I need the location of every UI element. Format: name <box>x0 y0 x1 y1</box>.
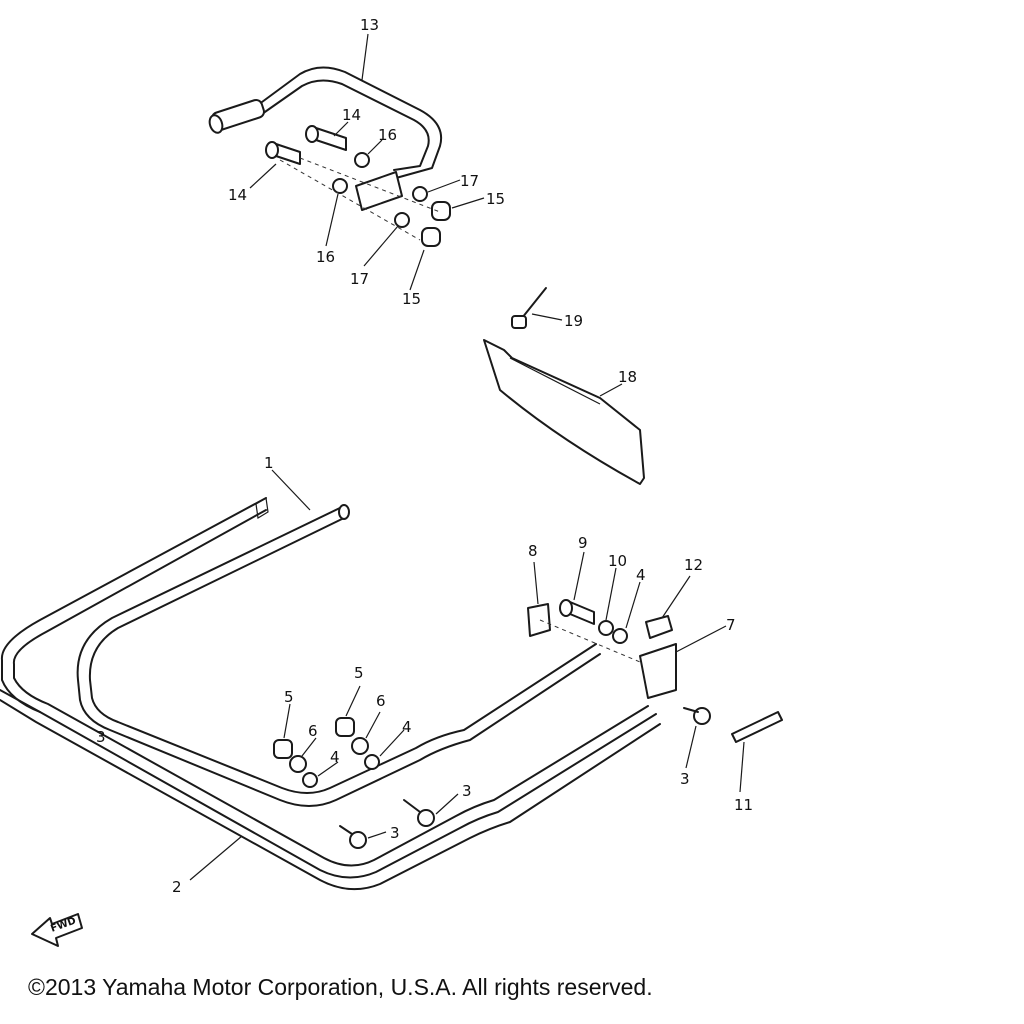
callout-2: 2 <box>172 878 182 896</box>
callout-12: 12 <box>684 556 703 574</box>
part-17-washer-lower <box>394 212 410 228</box>
callout-6-left: 6 <box>308 722 318 740</box>
callout-3-left: 3 <box>390 824 400 842</box>
callout-3-center: 3 <box>462 782 472 800</box>
part-5-nut-left <box>273 739 293 759</box>
fwd-arrow-icon: FWD <box>31 913 83 947</box>
callout-14-lower: 14 <box>228 186 247 204</box>
callout-16-upper: 16 <box>378 126 397 144</box>
part-15-nut-upper <box>431 201 451 221</box>
part-4-washer-right <box>612 628 628 644</box>
part-3-screw-center <box>403 799 435 827</box>
callout-4-right: 4 <box>636 566 646 584</box>
callout-6-right: 6 <box>376 692 386 710</box>
callout-17-upper: 17 <box>460 172 479 190</box>
part-5-nut-right <box>335 717 355 737</box>
part-3-screw-right <box>683 707 711 725</box>
callout-4-left: 4 <box>330 748 340 766</box>
callout-17-lower: 17 <box>350 270 369 288</box>
part-9-bolt <box>559 599 595 625</box>
part-16-washer-upper <box>354 152 370 168</box>
part-3-screw-left <box>339 825 367 849</box>
callout-3-right: 3 <box>680 770 690 788</box>
callout-7: 7 <box>726 616 736 634</box>
part-7-bracket <box>639 643 677 699</box>
part-15-nut-lower <box>421 227 441 247</box>
copyright-notice: ©2013 Yamaha Motor Corporation, U.S.A. A… <box>28 974 653 1000</box>
part-18-mud-flap <box>483 339 645 485</box>
part-19-fastener <box>511 287 547 329</box>
part-11-strip <box>731 711 783 743</box>
callout-3-bumper: 3 <box>96 728 106 746</box>
callout-4-center: 4 <box>402 718 412 736</box>
handle-bracket <box>355 171 403 211</box>
part-1-rear-bumper-inner <box>76 504 601 807</box>
part-16-washer-lower <box>332 178 348 194</box>
callout-1: 1 <box>264 454 274 472</box>
callout-19: 19 <box>564 312 583 330</box>
exploded-parts-diagram: 13 14 14 16 16 17 17 15 15 19 18 1 8 9 1… <box>0 16 783 947</box>
callout-16-lower: 16 <box>316 248 335 266</box>
part-4-washer-center <box>364 754 380 770</box>
callout-9: 9 <box>578 534 588 552</box>
part-10-washer <box>598 620 614 636</box>
leader-lines <box>189 33 745 881</box>
callout-5-right: 5 <box>354 664 364 682</box>
part-6-washer-left <box>289 755 307 773</box>
callout-15-lower: 15 <box>402 290 421 308</box>
callout-5-left: 5 <box>284 688 294 706</box>
part-12-cap <box>645 615 673 639</box>
callout-13: 13 <box>360 16 379 34</box>
callout-18: 18 <box>618 368 637 386</box>
part-2-rear-bumper-outer <box>0 497 661 891</box>
part-14-bolt-lower <box>265 141 301 165</box>
part-17-washer-upper <box>412 186 428 202</box>
callout-10: 10 <box>608 552 627 570</box>
part-13-grab-handle <box>208 66 442 211</box>
callout-14-upper: 14 <box>342 106 361 124</box>
part-14-bolt-upper <box>305 125 347 151</box>
part-6-washer-right <box>351 737 369 755</box>
part-4-washer-left <box>302 772 318 788</box>
part-8-clip <box>527 603 551 637</box>
callout-8: 8 <box>528 542 538 560</box>
callout-11: 11 <box>734 796 753 814</box>
callout-15-upper: 15 <box>486 190 505 208</box>
